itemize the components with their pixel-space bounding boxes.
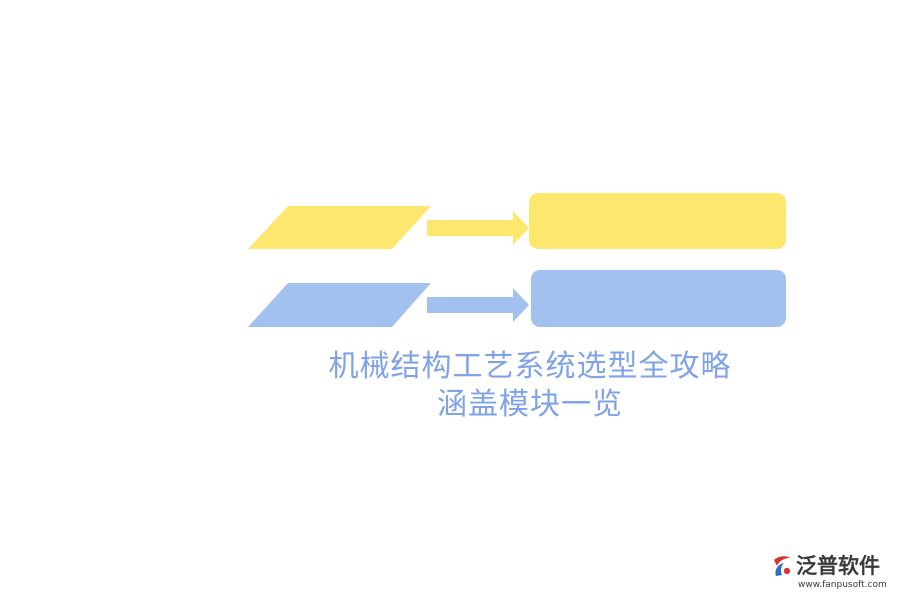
rounded-box-yellow (529, 193, 786, 249)
title-line-1: 机械结构工艺系统选型全攻略 (328, 349, 732, 384)
diagram-title: 机械结构工艺系统选型全攻略 涵盖模块一览 (230, 348, 830, 424)
brand-watermark: 泛普软件 www.fanpusoft.com (770, 552, 895, 596)
title-line-2: 涵盖模块一览 (437, 387, 623, 422)
arrow-right-blue-icon (427, 288, 529, 322)
brand-url: www.fanpusoft.com (798, 580, 887, 590)
arrow-right-yellow-icon (427, 211, 529, 245)
fanpu-logo-icon (774, 556, 791, 576)
parallelogram-blue (248, 283, 431, 327)
parallelogram-yellow (248, 206, 431, 249)
brand-name: 泛普软件 (796, 554, 880, 578)
rounded-box-blue (531, 270, 786, 327)
